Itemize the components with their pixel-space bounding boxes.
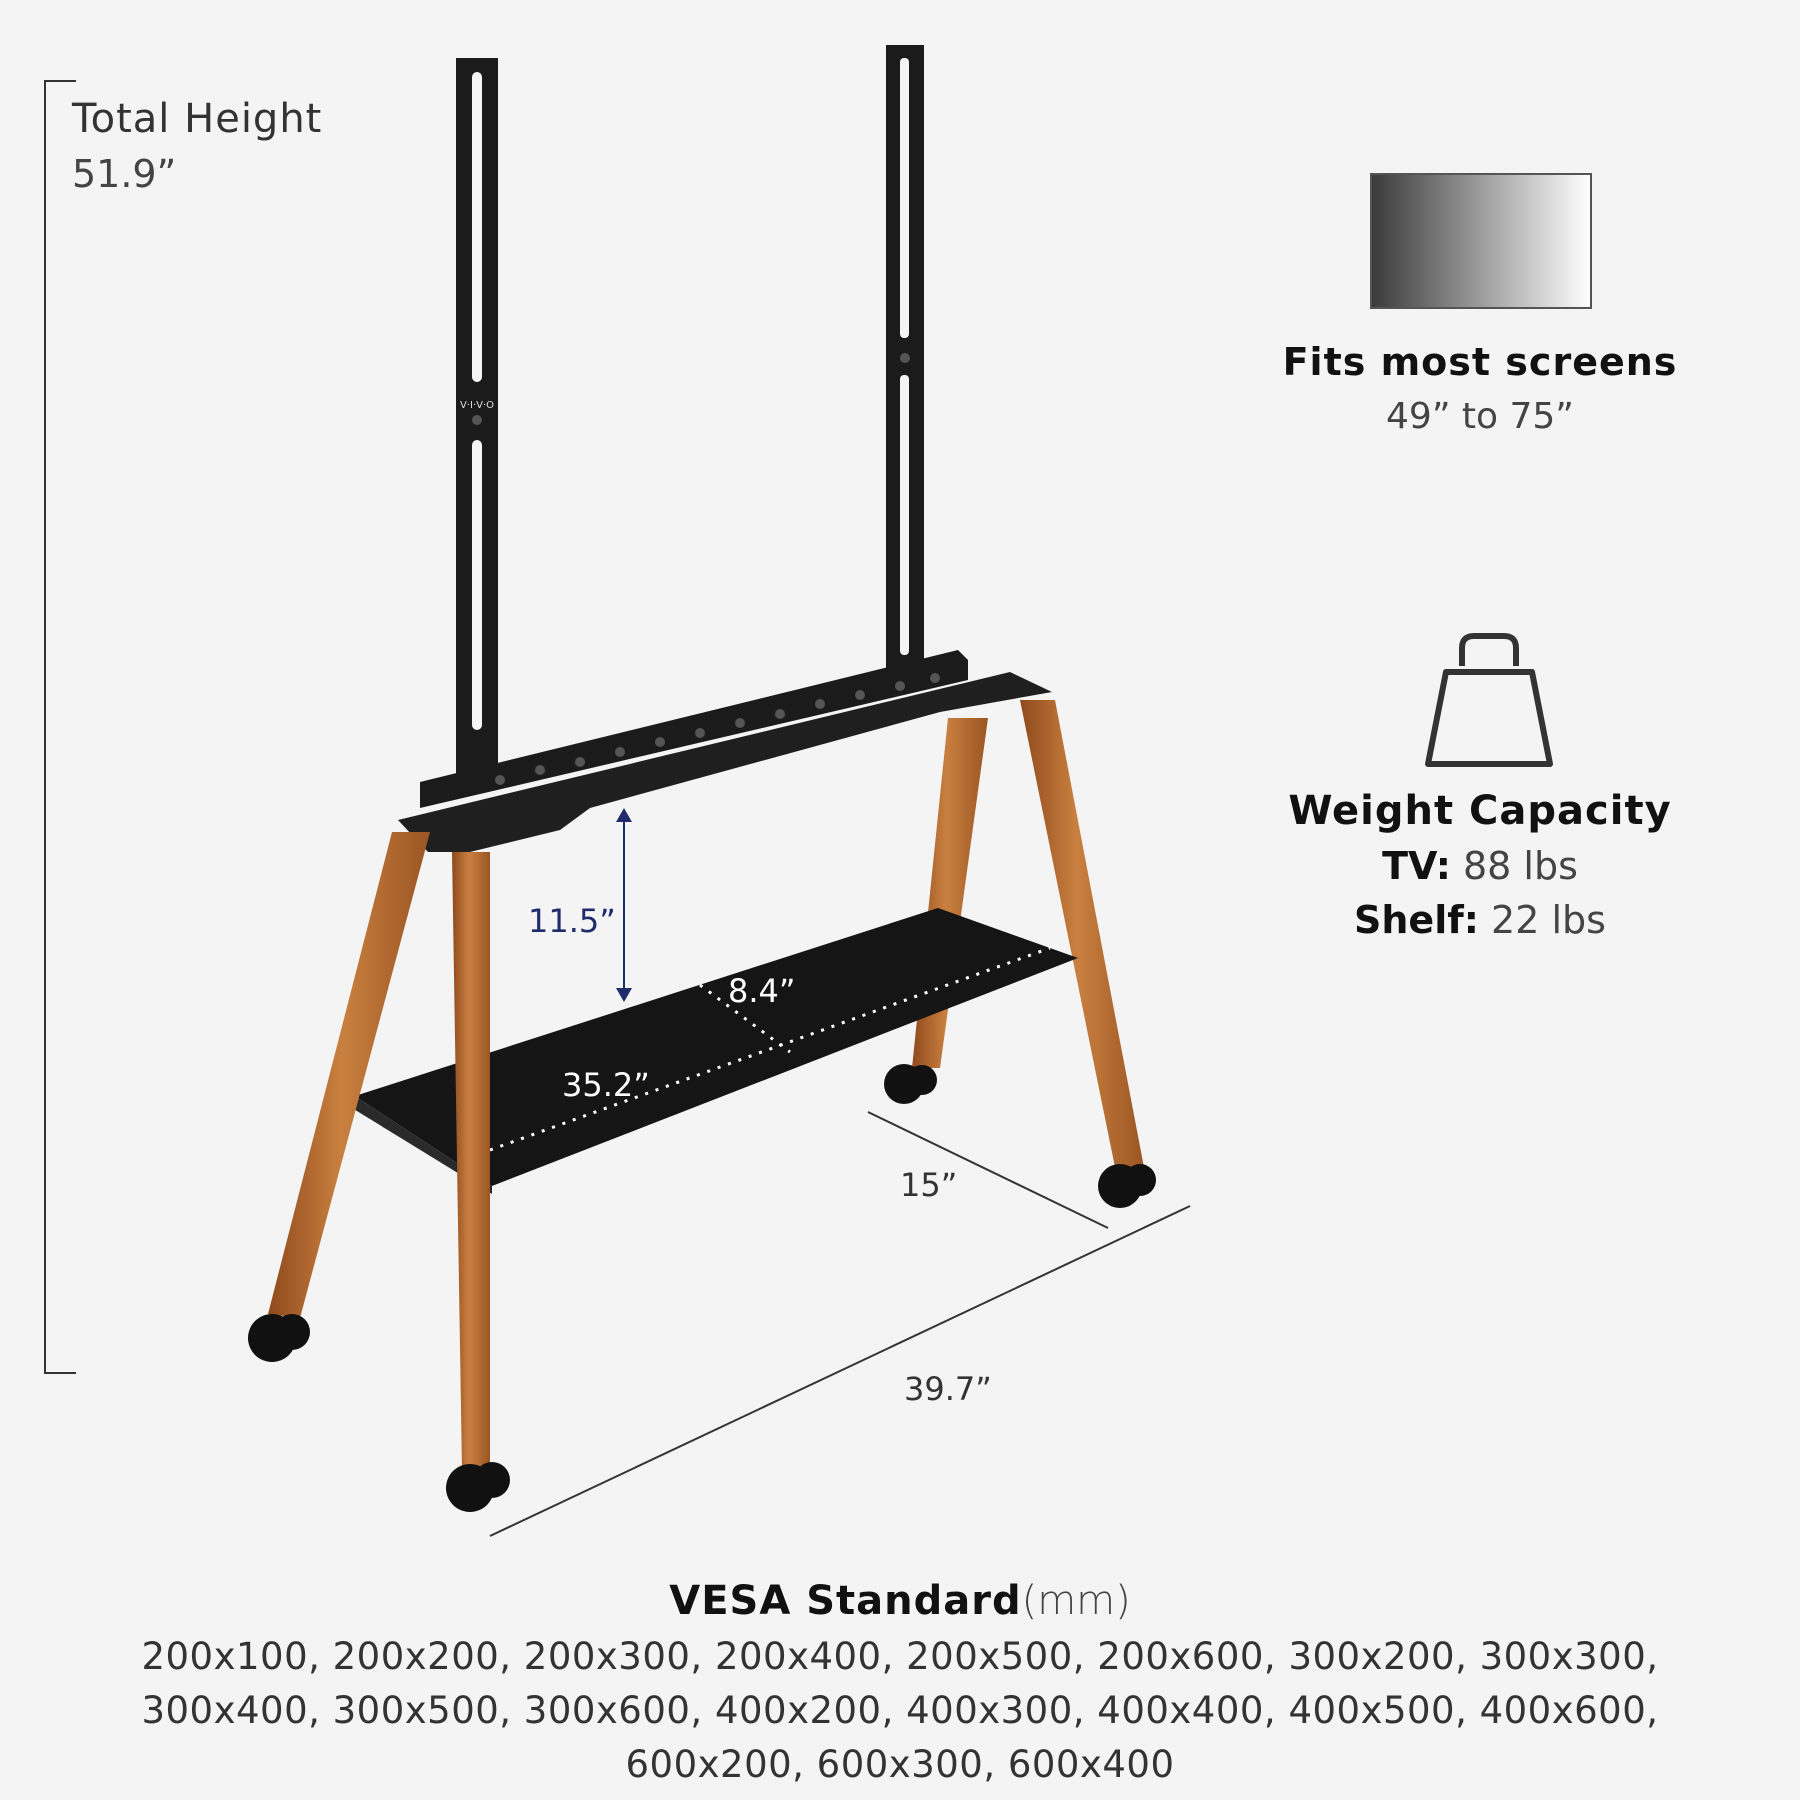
tv-weight-line: TV: 88 lbs	[1200, 844, 1760, 888]
total-height-label: Total Height	[72, 96, 323, 142]
base-width-label: 39.7”	[904, 1370, 992, 1408]
shelf-depth-label: 8.4”	[728, 972, 796, 1010]
back-right-leg	[1020, 700, 1146, 1182]
shelf-weight-value: 22 lbs	[1478, 898, 1606, 942]
bottom-shelf	[355, 908, 1078, 1186]
vesa-heading: VESA Standard(mm)	[0, 1578, 1800, 1624]
total-height-value: 51.9”	[72, 152, 177, 196]
weight-icon	[1425, 633, 1553, 767]
left-upright-post: V·I·V·O	[456, 58, 498, 778]
crossbar	[420, 650, 968, 808]
screen-icon	[1370, 173, 1592, 309]
screen-size-title: Fits most screens	[1282, 340, 1678, 384]
total-height-bracket	[44, 80, 76, 1374]
casters	[248, 1064, 1156, 1512]
vesa-sizes-list: 200x100, 200x200, 200x300, 200x400, 200x…	[141, 1635, 1659, 1786]
base-depth-label: 15”	[900, 1166, 958, 1204]
vesa-title: VESA Standard	[669, 1578, 1022, 1624]
shelf-width-dotted-line	[489, 946, 1051, 1152]
brand-mark: V·I·V·O	[460, 400, 494, 411]
screen-size-range: 49” to 75”	[1386, 396, 1574, 437]
clearance-arrow	[616, 808, 632, 1002]
right-upright-post	[886, 45, 924, 675]
tv-weight-label: TV:	[1382, 844, 1451, 888]
top-plate	[398, 672, 1052, 852]
clearance-dimension-label: 11.5”	[528, 902, 616, 940]
tv-weight-value: 88 lbs	[1450, 844, 1578, 888]
shelf-weight-label: Shelf:	[1354, 898, 1479, 942]
shelf-depth-dotted-line	[699, 983, 791, 1054]
front-right-leg	[452, 852, 490, 1470]
base-width-line	[489, 1205, 1191, 1537]
weight-capacity-title: Weight Capacity	[1288, 788, 1672, 834]
shelf-weight-line: Shelf: 22 lbs	[1200, 898, 1760, 942]
crossbar-holes	[495, 673, 940, 785]
shelf-width-label: 35.2”	[562, 1066, 650, 1104]
vesa-unit: (mm)	[1021, 1578, 1131, 1624]
base-depth-line	[867, 1111, 1109, 1229]
front-left-leg	[268, 832, 430, 1318]
